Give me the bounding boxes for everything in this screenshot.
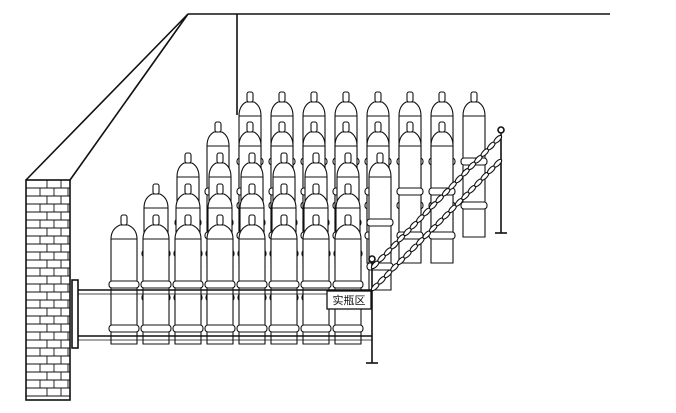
gas-cylinder <box>172 214 204 345</box>
gas-cylinder-rack <box>108 91 488 345</box>
room-outline <box>25 13 610 181</box>
gas-cylinder <box>140 214 172 345</box>
gas-cylinder <box>428 121 456 264</box>
gas-cylinder <box>366 152 394 291</box>
zone-sign-label: 实瓶区 <box>333 293 366 307</box>
chain-link <box>493 134 503 144</box>
gas-cylinder <box>204 214 236 345</box>
chain-link <box>493 158 503 168</box>
gas-cylinder <box>108 214 140 345</box>
zone-sign: 实瓶区 <box>326 290 372 310</box>
gas-cylinder <box>300 214 332 345</box>
chain-post-back <box>495 126 507 234</box>
brick-wall <box>25 179 71 401</box>
gas-cylinder <box>332 214 364 345</box>
gas-cylinder <box>236 214 268 345</box>
chain-post-front <box>366 255 378 364</box>
gas-cylinder <box>460 91 488 238</box>
front-rail <box>71 279 372 349</box>
safety-chain <box>370 134 503 292</box>
gas-cylinder <box>268 214 300 345</box>
